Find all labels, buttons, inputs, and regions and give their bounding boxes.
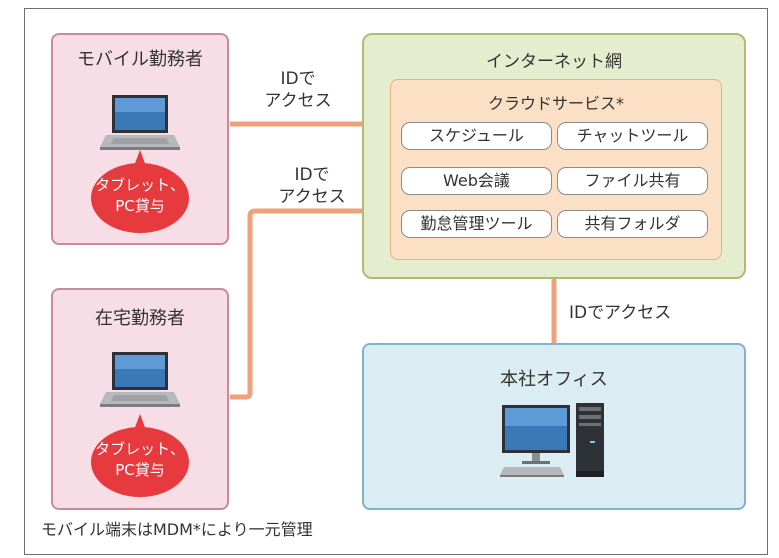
head-office-title: 本社オフィス bbox=[500, 369, 608, 390]
service-chat-tool: チャットツール bbox=[557, 122, 708, 150]
mobile-worker-box: モバイル勤務者 タブレット、 PC貸与 bbox=[51, 33, 229, 245]
home-access-line-2: アクセス bbox=[278, 187, 346, 207]
home-worker-box: 在宅勤務者 タブレット、 PC貸与 bbox=[51, 288, 229, 510]
service-attendance-tool: 勤怠管理ツール bbox=[401, 210, 552, 238]
arrow-home-to-cloud bbox=[230, 201, 389, 400]
internet-network-title: インターネット網 bbox=[486, 52, 622, 72]
service-shared-folder: 共有フォルダ bbox=[557, 210, 708, 238]
mobile-worker-title: モバイル勤務者 bbox=[77, 49, 203, 70]
home-worker-title: 在宅勤務者 bbox=[95, 308, 185, 329]
cloud-service-box: クラウドサービス* スケジュール チャットツール Web会議 ファイル共有 勤怠… bbox=[390, 79, 722, 260]
home-access-line-1: IDで bbox=[294, 165, 330, 185]
desktop-computer-icon bbox=[500, 403, 604, 477]
device-lending-bubble: タブレット、 PC貸与 bbox=[90, 412, 190, 498]
cloud-service-title: クラウドサービス* bbox=[487, 94, 624, 113]
device-lending-bubble: タブレット、 PC貸与 bbox=[90, 148, 190, 234]
laptop-icon bbox=[100, 95, 180, 150]
head-office-box: 本社オフィス bbox=[362, 343, 746, 510]
footer-note: モバイル端末はMDM*により一元管理 bbox=[41, 520, 313, 539]
bubble-line-1: タブレット、 bbox=[95, 440, 185, 458]
internet-network-box: インターネット網 クラウドサービス* スケジュール チャットツール Web会議 … bbox=[362, 33, 746, 279]
office-access-label: IDでアクセス bbox=[569, 303, 672, 323]
bubble-line-2: PC貸与 bbox=[115, 197, 165, 215]
home-access-label: IDで アクセス bbox=[252, 164, 372, 208]
laptop-icon bbox=[100, 352, 180, 407]
bubble-line-1: タブレット、 bbox=[95, 176, 185, 194]
service-web-conference: Web会議 bbox=[401, 167, 552, 195]
mobile-access-label: IDで アクセス bbox=[238, 68, 358, 112]
service-schedule: スケジュール bbox=[401, 122, 552, 150]
mobile-access-line-2: アクセス bbox=[264, 91, 332, 111]
mobile-access-line-1: IDで bbox=[280, 69, 316, 89]
bubble-line-2: PC貸与 bbox=[115, 461, 165, 479]
service-file-sharing: ファイル共有 bbox=[557, 167, 708, 195]
